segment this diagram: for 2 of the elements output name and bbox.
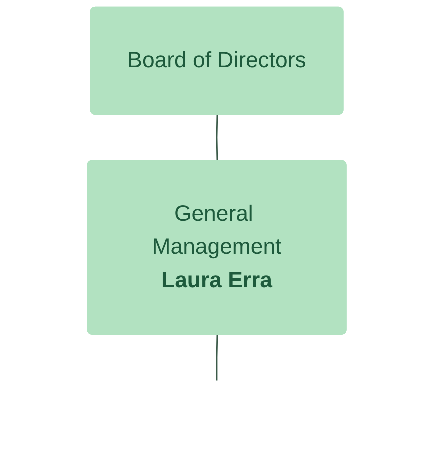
connector <box>216 334 218 381</box>
connector <box>216 115 218 162</box>
